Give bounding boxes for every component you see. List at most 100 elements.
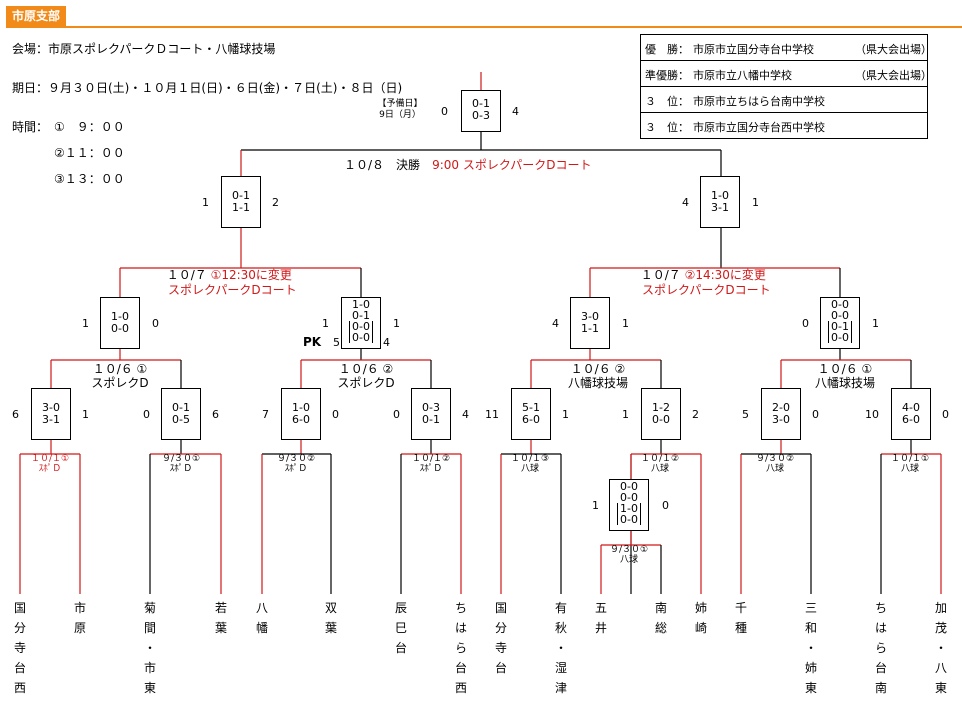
result-school: 市原市立国分寺台中学校 bbox=[693, 43, 814, 56]
time-label: 時間： bbox=[12, 120, 49, 134]
pre-score-left: 1 bbox=[592, 499, 599, 512]
team-name: 若葉 bbox=[214, 601, 227, 635]
team-name: 南総 bbox=[654, 601, 667, 635]
pk-score-left: 5 bbox=[333, 336, 340, 349]
r2-score-right: 0 bbox=[332, 408, 339, 421]
qf-score-left: 4 bbox=[552, 317, 559, 330]
header-rule bbox=[6, 26, 962, 28]
final-score-left: 0 bbox=[441, 105, 448, 118]
final-venue: 9:00 スポレクパークDコート bbox=[432, 158, 592, 172]
qf-score-right: 0 bbox=[152, 317, 159, 330]
team-name: ちはら台西 bbox=[454, 601, 467, 695]
r2-score-right: 6 bbox=[212, 408, 219, 421]
venue-text: 会場：市原スポレクパークＤコート・八幡球技場 bbox=[12, 42, 276, 56]
qf-label-left: １０/７ ①12:30に変更 スポレクパークDコート bbox=[166, 268, 297, 297]
qf-score-left: 0 bbox=[802, 317, 809, 330]
r2-score-left: 7 bbox=[262, 408, 269, 421]
result-place: ３ 位： bbox=[645, 95, 689, 108]
qf-score-right: 1 bbox=[622, 317, 629, 330]
team-name: 加茂・八東 bbox=[934, 601, 947, 695]
final-label: １０/８ 決勝 9:00 スポレクパークDコート bbox=[344, 158, 592, 172]
r2-score-right: 1 bbox=[562, 408, 569, 421]
r2-score-left: 10 bbox=[865, 408, 879, 421]
result-row-champion: 優 勝： 市原市立国分寺台中学校 （県大会出場） bbox=[641, 35, 932, 61]
time-slot-1: ① ９：００ bbox=[54, 120, 125, 134]
qf-score-right: 1 bbox=[393, 317, 400, 330]
pk-label: PK bbox=[303, 335, 322, 349]
semi-score-left: 4 bbox=[682, 196, 689, 209]
dates-text: 期日：９月３０日(土)・１０月１日(日)・６日(金)・７日(土)・８日（日) bbox=[12, 81, 403, 95]
qf-score-left: 1 bbox=[82, 317, 89, 330]
qf-score-left: 1 bbox=[322, 317, 329, 330]
r2-score-left: 1 bbox=[622, 408, 629, 421]
result-place: ３ 位： bbox=[645, 121, 689, 134]
team-name: 千種 bbox=[734, 601, 747, 635]
time-slot-2: ②１１：００ bbox=[54, 146, 125, 160]
result-row-third-1: ３ 位： 市原市立ちはら台南中学校 bbox=[641, 87, 927, 113]
result-row-runnerup: 準優勝： 市原市立八幡中学校 （県大会出場） bbox=[641, 61, 932, 87]
result-school: 市原市立国分寺台西中学校 bbox=[693, 121, 825, 134]
r2-score-right: 1 bbox=[82, 408, 89, 421]
r2-score-right: 2 bbox=[692, 408, 699, 421]
team-name: ちはら台南 bbox=[874, 601, 887, 695]
team-name: 有秋・湿津 bbox=[554, 601, 567, 695]
r2-score-left: 0 bbox=[393, 408, 400, 421]
results-box: 優 勝： 市原市立国分寺台中学校 （県大会出場） 準優勝： 市原市立八幡中学校 … bbox=[640, 34, 932, 139]
qf-score-right: 1 bbox=[872, 317, 879, 330]
team-name: 双葉 bbox=[324, 601, 337, 635]
time-slot-3: ③１３：００ bbox=[54, 172, 125, 186]
reserve-day-label: 【予備日】9日（月） bbox=[377, 99, 423, 120]
team-name: 国分寺台西 bbox=[13, 601, 26, 695]
semi-score-right: 1 bbox=[752, 196, 759, 209]
team-name: 姉崎 bbox=[694, 601, 707, 635]
team-name: 五井 bbox=[594, 601, 607, 635]
branch-tag: 市原支部 bbox=[6, 6, 67, 26]
result-place: 優 勝： bbox=[645, 43, 689, 56]
result-row-third-2: ３ 位： 市原市立国分寺台西中学校 bbox=[641, 113, 927, 138]
qf-label-right: １０/７ ②14:30に変更 スポレクパークDコート bbox=[640, 268, 771, 297]
result-note: （県大会出場） bbox=[855, 69, 932, 82]
r2-score-left: 5 bbox=[742, 408, 749, 421]
r2-score-right: 0 bbox=[812, 408, 819, 421]
result-school: 市原市立ちはら台南中学校 bbox=[693, 95, 825, 108]
r2-score-right: 0 bbox=[942, 408, 949, 421]
r2-score-right: 4 bbox=[462, 408, 469, 421]
team-name: 市原 bbox=[73, 601, 86, 635]
team-name: 辰巳台 bbox=[394, 601, 407, 655]
r2-score-left: 11 bbox=[485, 408, 499, 421]
semi-score-left: 1 bbox=[202, 196, 209, 209]
team-name: 三和・姉東 bbox=[804, 601, 817, 695]
final-score-right: 4 bbox=[512, 105, 519, 118]
pk-score-right: 4 bbox=[383, 336, 390, 349]
r2-score-left: 0 bbox=[143, 408, 150, 421]
pre-score-right: 0 bbox=[662, 499, 669, 512]
team-name: 八幡 bbox=[255, 601, 268, 635]
